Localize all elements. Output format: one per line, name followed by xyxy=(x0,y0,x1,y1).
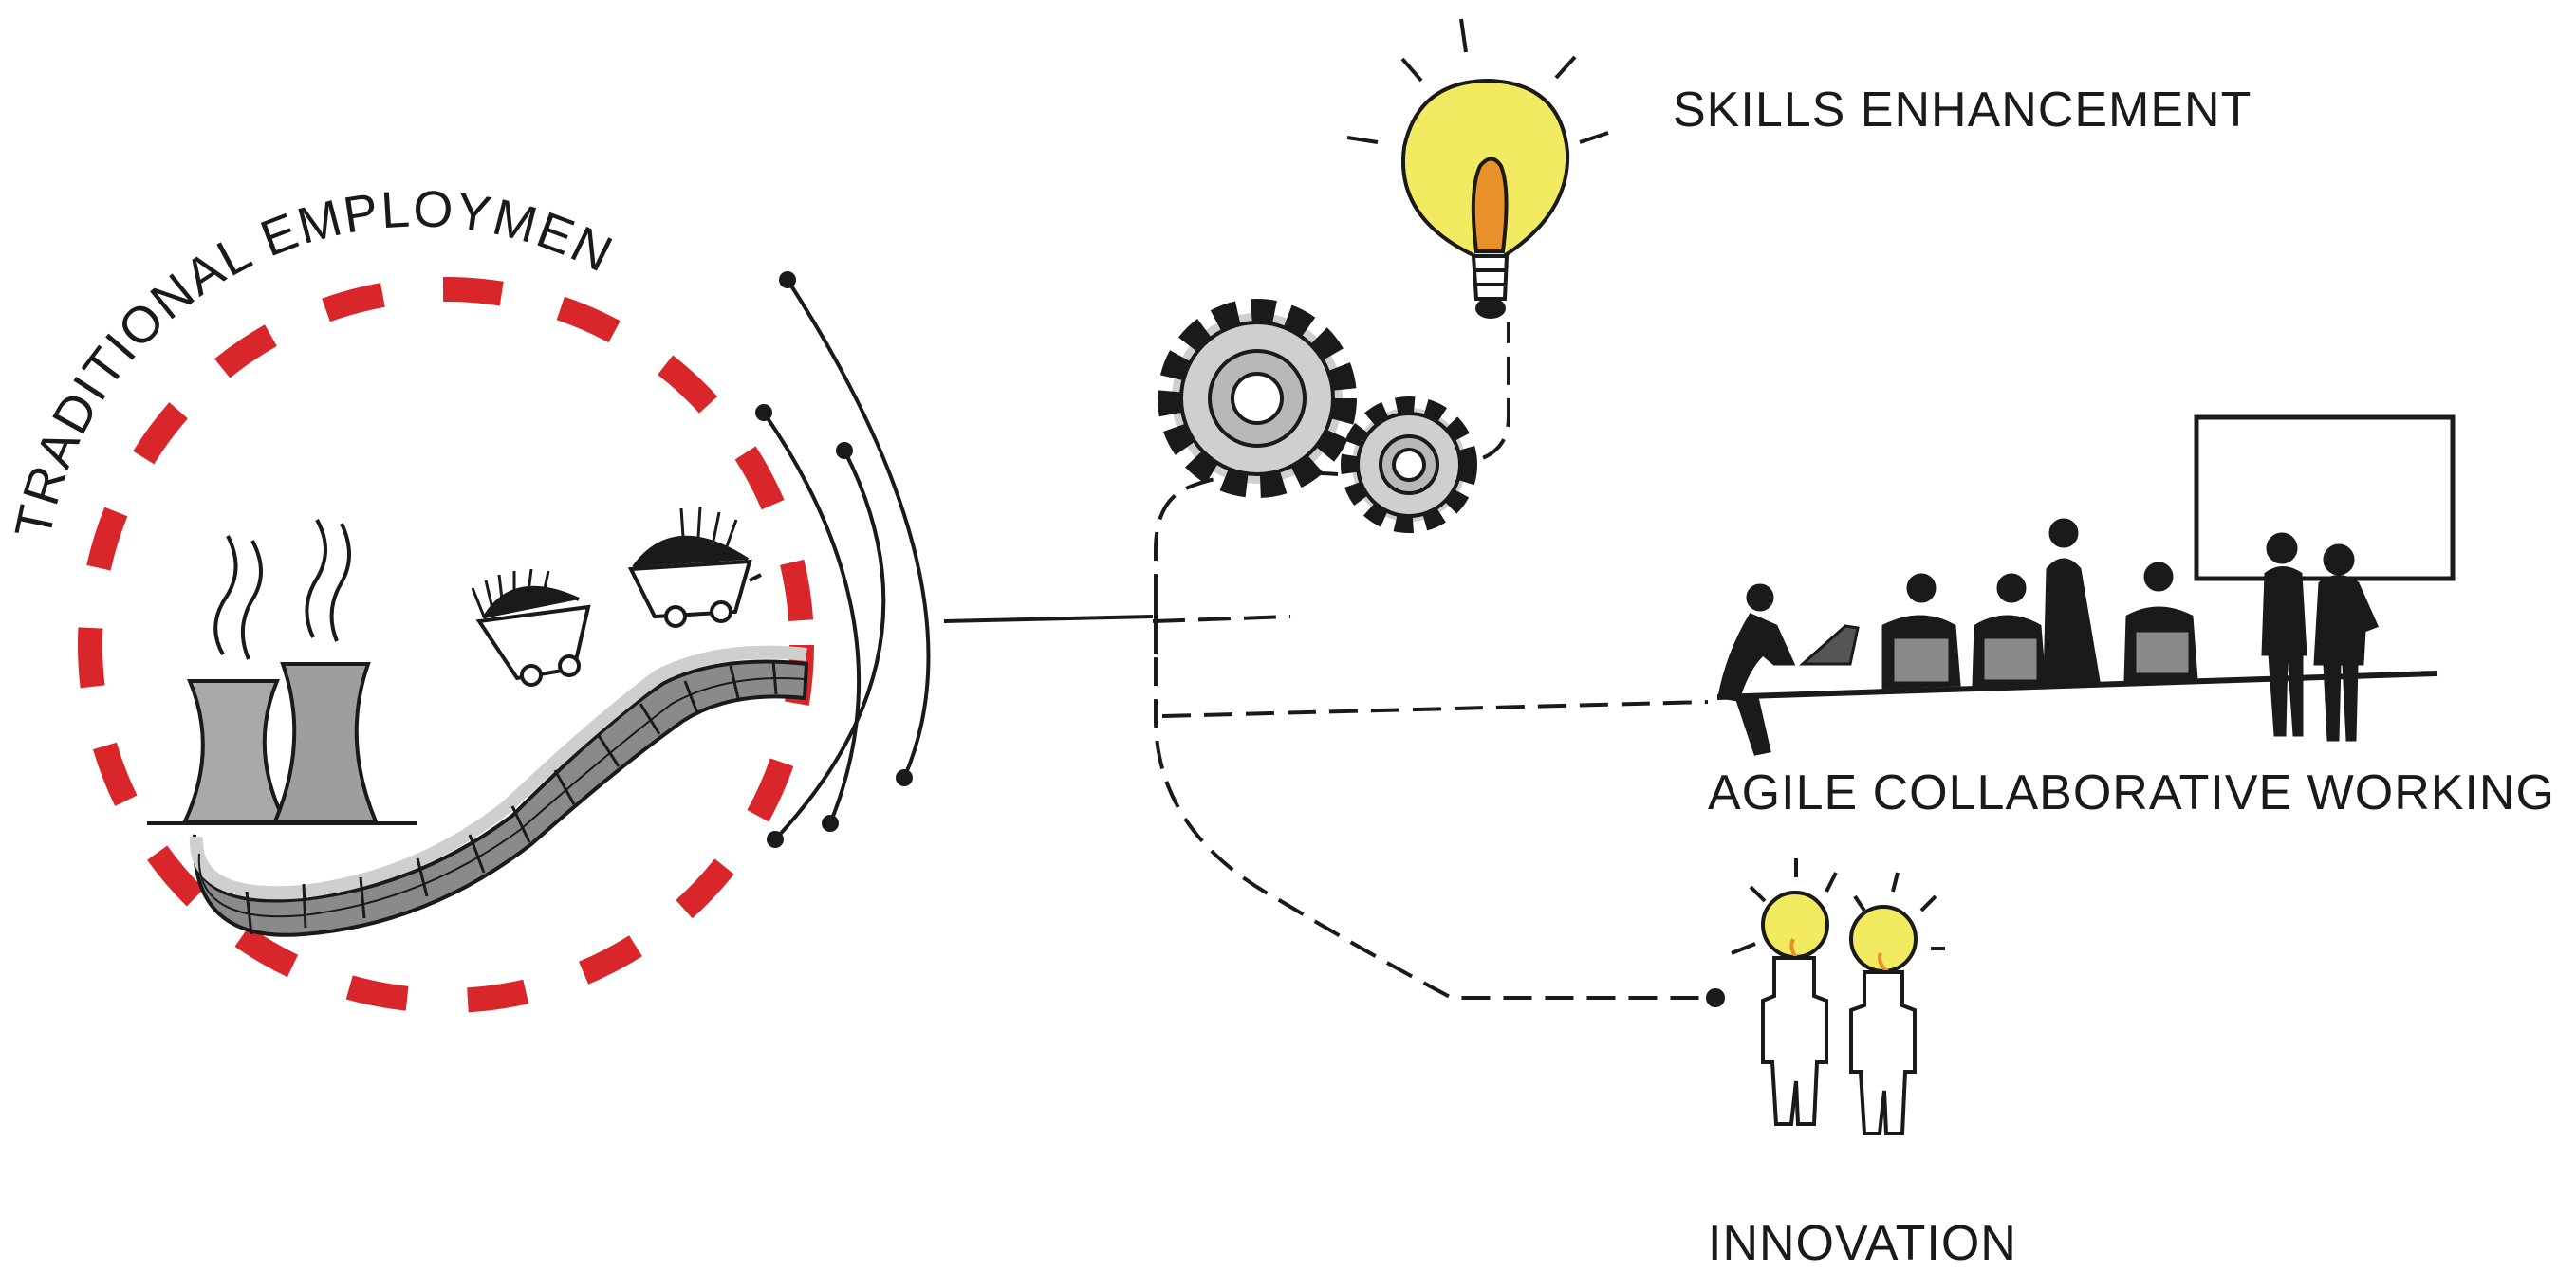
rail-track-icon xyxy=(189,645,809,937)
traditional-boundary-circle xyxy=(78,277,814,1013)
traditional-employment-label: TRADITIONAL EMPLOYMENT xyxy=(0,0,622,543)
gear-icon xyxy=(1341,396,1477,533)
agile-collaborative-working-label: AGILE COLLABORATIVE WORKING xyxy=(1708,765,2555,820)
signal-arc-ends xyxy=(755,271,913,848)
innovation-label: INNOVATION xyxy=(1708,1216,2017,1271)
meeting-table xyxy=(1716,671,2437,700)
gear-icon xyxy=(1158,299,1357,498)
innovation-connector-end xyxy=(1706,988,1725,1007)
skills-enhancement-label: SKILLS ENHANCEMENT xyxy=(1673,83,2252,138)
mine-cart-icon xyxy=(471,506,762,687)
whiteboard-icon xyxy=(2194,414,2456,581)
cooling-towers-icon xyxy=(181,519,380,823)
meeting-people-icon xyxy=(1717,518,2380,756)
idea-people-icon xyxy=(1731,858,1945,1135)
lightbulb-icon xyxy=(1346,18,1609,319)
signal-arcs xyxy=(762,278,931,841)
